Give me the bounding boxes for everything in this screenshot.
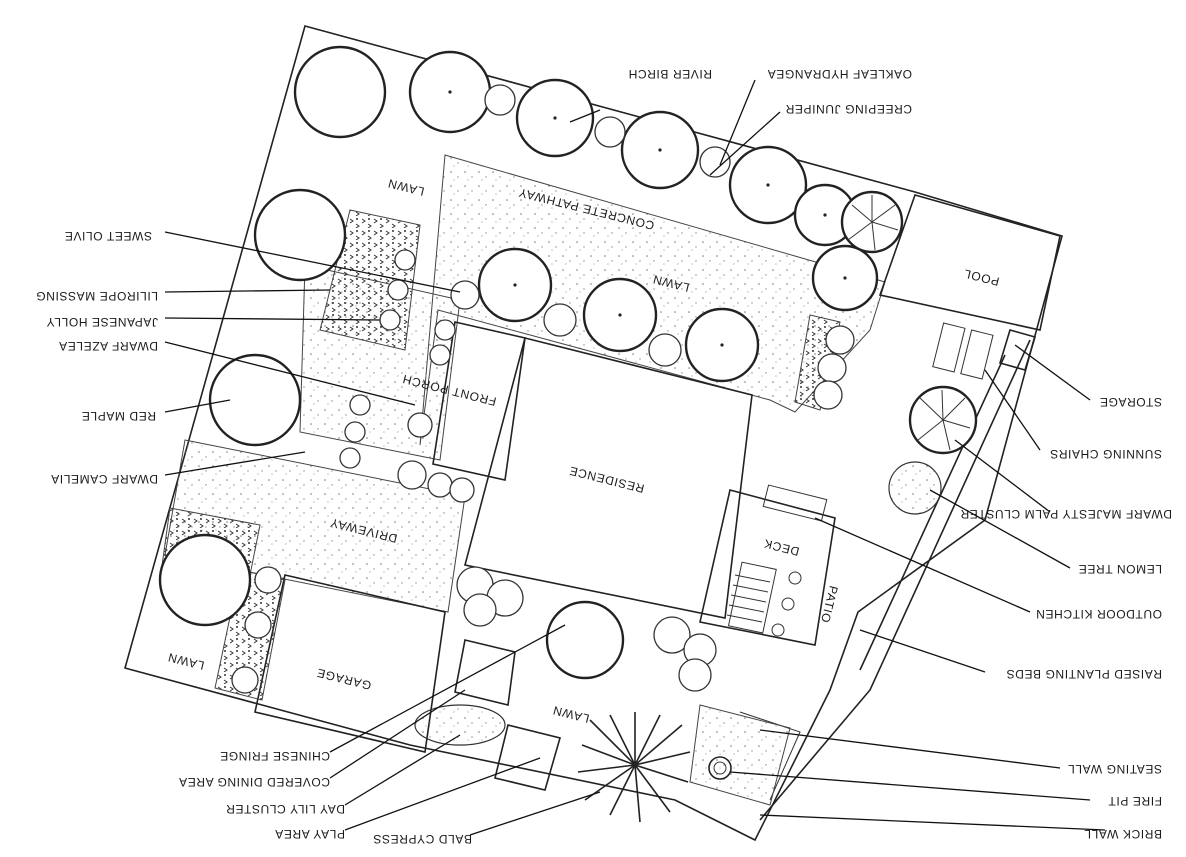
- leader-lines: [164, 79, 1106, 836]
- property-boundary: [124, 25, 1063, 842]
- residence: [464, 337, 753, 619]
- shrub: [450, 280, 480, 310]
- dwarf-azalea-shrub: [407, 412, 433, 438]
- front-porch: [432, 321, 526, 481]
- shrub: [543, 303, 577, 337]
- dwarf-azalea-shrub: [397, 460, 427, 490]
- shrub: [254, 566, 282, 594]
- day-lily-cluster: [414, 704, 506, 746]
- outdoor-kitchen: [762, 484, 828, 522]
- area-lawn-north: LAWN: [386, 176, 426, 199]
- oakleaf-hydrangea-shrub: [699, 146, 731, 178]
- label-liliropre-massing: LILIROPE MASSING: [36, 289, 158, 303]
- label-play-area: PLAY AREA: [275, 827, 345, 841]
- oakleaf-hydrangea-shrub: [484, 84, 516, 116]
- label-river-birch: RIVER BIRCH: [628, 67, 712, 81]
- kitchen-fixture: [771, 623, 785, 637]
- label-oakleaf-hydrangea: OAKLEAF HYDRANGEA: [767, 67, 912, 81]
- japanese-holly-shrub: [434, 319, 456, 341]
- kitchen-fixture: [781, 597, 795, 611]
- deck: [699, 489, 836, 646]
- dwarf-azalea-shrub: [449, 477, 475, 503]
- area-deck: DECK: [762, 536, 801, 558]
- label-chinese-fringe: CHINESE FRINGE: [220, 749, 330, 763]
- label-storage: STORAGE: [1099, 395, 1162, 409]
- area-residence: RESIDENCE: [567, 463, 645, 495]
- palm-fronds: [847, 195, 899, 251]
- japanese-holly-shrub: [394, 249, 416, 271]
- lemon-tree: [888, 461, 942, 515]
- label-day-lily-cluster: DAY LILY CLUSTER: [226, 802, 345, 816]
- bald-cypress-tree: [577, 712, 691, 823]
- label-covered-dining-area: COVERED DINING AREA: [179, 775, 330, 789]
- sunning-chair: [960, 329, 994, 380]
- chinese-fringe-tree: [545, 600, 625, 680]
- fire-pit-inner: [713, 761, 727, 775]
- label-red-maple: RED MAPLE: [81, 409, 156, 423]
- shrub: [825, 325, 855, 355]
- label-bald-cypress: BALD CYPRESS: [373, 832, 472, 846]
- label-lemon-tree: LEMON TREE: [1078, 562, 1162, 576]
- dwarf-camelia-shrub: [349, 394, 371, 416]
- shrub: [231, 666, 259, 694]
- play-area: [494, 724, 561, 791]
- label-creeping-juniper: CREEPING JUNIPER: [785, 102, 912, 116]
- label-brick-wall: BRICK WALL: [1084, 827, 1162, 841]
- shrub: [244, 611, 272, 639]
- covered-dining-area: [454, 639, 516, 706]
- area-lawn-south: LAWN: [551, 703, 591, 726]
- area-pool: POOL: [962, 266, 1001, 288]
- fire-pit-area: [689, 704, 791, 806]
- label-raised-planting-beds: RAISED PLANTING BEDS: [1006, 667, 1162, 681]
- shrub: [678, 658, 712, 692]
- storage-unit: [998, 329, 1037, 371]
- palm-fronds: [917, 389, 971, 451]
- shrub: [817, 353, 847, 383]
- dwarf-camelia-shrub: [339, 447, 361, 469]
- kitchen-fixture: [788, 571, 802, 585]
- shrub: [648, 333, 682, 367]
- area-garage: GARAGE: [315, 666, 373, 693]
- sunning-chair: [932, 322, 966, 373]
- label-dwarf-azalea: DWARF AZELEA: [59, 339, 158, 353]
- shrub: [463, 593, 497, 627]
- red-maple-tree: [208, 353, 302, 447]
- shrub: [653, 616, 691, 654]
- pool: [878, 194, 1061, 331]
- shrub: [813, 380, 843, 410]
- seating-wall: [739, 711, 801, 801]
- callout-labels: SWEET OLIVE LILIROPE MASSING JAPANESE HO…: [36, 67, 1172, 846]
- label-sweet-olive: SWEET OLIVE: [64, 229, 152, 243]
- fire-pit: [708, 756, 732, 780]
- japanese-holly-shrub: [387, 279, 409, 301]
- label-palm-line: DWARF MAJESTY PALM CLUSTER: [960, 507, 1172, 521]
- area-lawn-west: LAWN: [166, 650, 206, 673]
- tree-trunk-markers: [448, 90, 847, 347]
- japanese-holly-shrub: [379, 309, 401, 331]
- dwarf-azalea-shrub: [427, 472, 453, 498]
- label-dwarf-camelia: DWARF CAMELIA: [51, 472, 158, 486]
- oakleaf-hydrangea-shrub: [594, 116, 626, 148]
- label-dwarf-majesty-palm-cluster: DWARF MAJESTY PALM CLUSTER: [960, 507, 1172, 521]
- lawn-tree: [293, 45, 387, 139]
- label-japanese-holly: JAPANESE HOLLY: [46, 315, 158, 329]
- lawn-tree: [253, 188, 347, 282]
- deck-stairs: [726, 561, 777, 634]
- label-sunning-chairs: SUNNING CHAIRS: [1050, 447, 1162, 461]
- label-fire-pit: FIRE PIT: [1108, 794, 1162, 808]
- dwarf-camelia-shrub: [344, 421, 366, 443]
- japanese-holly-shrub: [429, 344, 451, 366]
- lawn-tree: [158, 533, 252, 627]
- label-outdoor-kitchen: OUTDOOR KITCHEN: [1036, 607, 1162, 621]
- label-seating-wall: SEATING WALL: [1067, 762, 1162, 776]
